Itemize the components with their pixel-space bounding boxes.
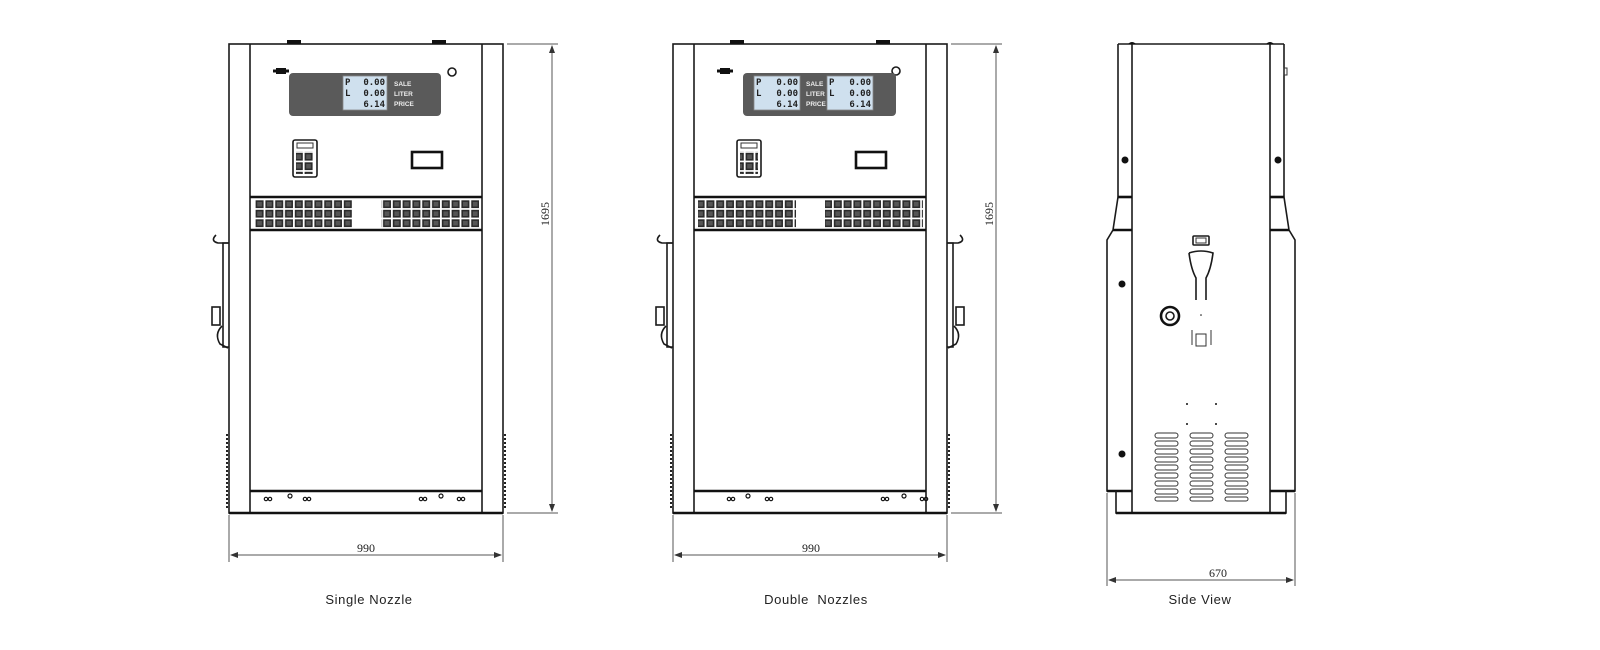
lcd-screen-2 bbox=[826, 75, 874, 111]
lcd-price-value: 6.14 bbox=[776, 100, 798, 110]
lcd-p-label: P bbox=[829, 78, 835, 88]
lcd-liter-value: 0.00 bbox=[776, 89, 798, 99]
caption-single-nozzle: Single Nozzle bbox=[325, 592, 413, 607]
liter-label: LITER bbox=[394, 91, 413, 98]
height-dim-value: 1695 bbox=[538, 202, 552, 226]
lcd-l-label: L bbox=[345, 89, 351, 99]
nozzle-holster-icon bbox=[655, 234, 673, 349]
top-tab bbox=[287, 40, 301, 44]
indicator-lamp-icon bbox=[891, 66, 901, 76]
lcd-sale-value: 0.00 bbox=[849, 78, 871, 88]
sale-label: SALE bbox=[806, 81, 824, 88]
lcd-sale-value: 0.00 bbox=[776, 78, 798, 88]
width-dimension: 990 bbox=[672, 515, 948, 562]
nozzle-holster-icon bbox=[211, 234, 229, 349]
keypad-icon bbox=[736, 139, 762, 178]
lcd-p-label: P bbox=[756, 78, 762, 88]
width-dim-value: 990 bbox=[802, 541, 820, 555]
nozzle-icon bbox=[1188, 235, 1214, 347]
lcd-l-label: L bbox=[829, 89, 835, 99]
vent-grille bbox=[381, 200, 479, 228]
lcd-sale-value: 0.00 bbox=[363, 78, 385, 88]
bolt-icon bbox=[1118, 450, 1126, 458]
plinth-screws bbox=[726, 493, 929, 502]
filter-cap-icon bbox=[1159, 305, 1181, 327]
side-view: 670 bbox=[1106, 42, 1296, 586]
liter-label: LITER bbox=[806, 91, 825, 98]
bolt-icon bbox=[1121, 156, 1129, 164]
depth-dimension: 670 bbox=[1106, 493, 1296, 586]
height-dimension: 1695 bbox=[507, 43, 558, 514]
lcd-l-label: L bbox=[756, 89, 762, 99]
pump-logo-icon bbox=[273, 68, 289, 74]
lcd-price-value: 6.14 bbox=[363, 100, 385, 110]
top-tab bbox=[876, 40, 890, 44]
card-slot-icon bbox=[410, 150, 444, 170]
top-tab bbox=[432, 40, 446, 44]
lcd-screen-1 bbox=[753, 75, 801, 111]
price-label: PRICE bbox=[394, 101, 415, 108]
bolt-icon bbox=[1118, 280, 1126, 288]
width-dim-value: 990 bbox=[357, 541, 375, 555]
plinth-screws bbox=[263, 493, 466, 502]
keypad-icon bbox=[292, 139, 318, 178]
height-dim-value: 1695 bbox=[982, 202, 996, 226]
lcd-p-label: P bbox=[345, 78, 351, 88]
width-dimension: 990 bbox=[228, 515, 504, 562]
vent-grille bbox=[825, 200, 923, 228]
card-slot-icon bbox=[854, 150, 888, 170]
depth-dim-value: 670 bbox=[1209, 566, 1227, 580]
caption-double-nozzles: Double Nozzles bbox=[764, 592, 868, 607]
nozzle-holster-icon bbox=[947, 234, 965, 349]
lcd-price-value: 6.14 bbox=[849, 100, 871, 110]
indicator-lamp-icon bbox=[447, 67, 457, 77]
bolt-icon bbox=[1274, 156, 1282, 164]
vent-grille bbox=[698, 200, 796, 228]
pump-logo-icon bbox=[717, 68, 733, 74]
single-nozzle-view: P L 0.00 0.00 6.14 SALE LITER PRICE bbox=[211, 40, 558, 562]
height-dimension: 1695 bbox=[951, 43, 1002, 514]
price-label: PRICE bbox=[806, 101, 827, 108]
double-nozzles-view: P L 0.00 0.00 6.14 SALE LITER PRICE P L … bbox=[655, 40, 1002, 562]
lcd-liter-value: 0.00 bbox=[363, 89, 385, 99]
caption-side-view: Side View bbox=[1168, 592, 1232, 607]
top-tab bbox=[730, 40, 744, 44]
vent-grille bbox=[254, 200, 352, 228]
lcd-liter-value: 0.00 bbox=[849, 89, 871, 99]
louver-vents bbox=[1154, 432, 1249, 502]
lcd-screen bbox=[342, 75, 388, 111]
sale-label: SALE bbox=[394, 81, 412, 88]
